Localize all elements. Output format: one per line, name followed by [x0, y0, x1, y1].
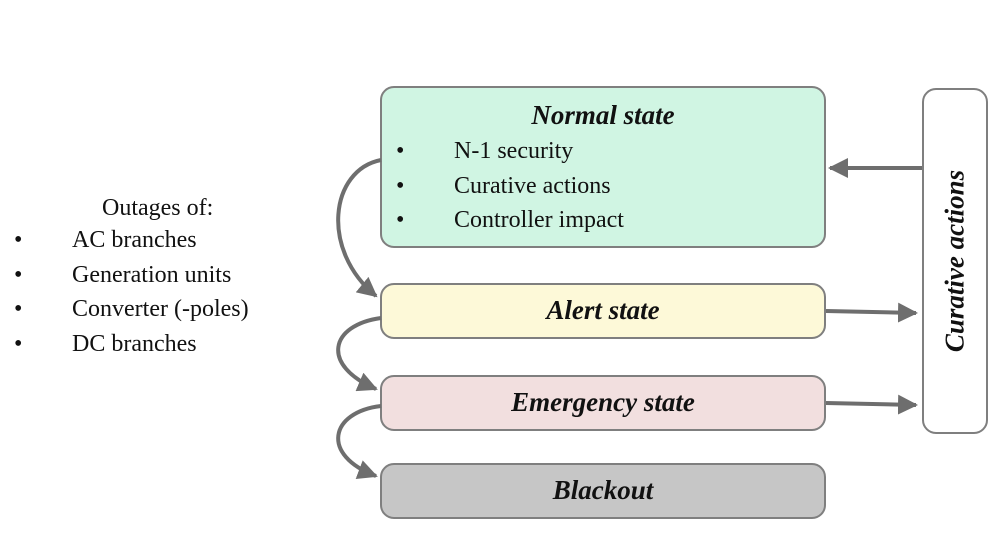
alert-state-box: Alert state — [380, 283, 826, 339]
blackout-title: Blackout — [552, 475, 654, 505]
normal-item-n1-security: N-1 security — [454, 138, 574, 164]
bullet-icon: • — [396, 172, 405, 199]
bullet-icon: • — [14, 330, 23, 357]
outage-item-dc-branches: DC branches — [72, 330, 197, 357]
bullet-icon: • — [396, 138, 405, 164]
emergency-state-title: Emergency state — [511, 387, 695, 417]
alert-state-title: Alert state — [546, 295, 660, 325]
outage-item-generation-units: Generation units — [72, 261, 232, 288]
arrow-alert-to-curative — [825, 302, 918, 323]
transition-arrow-emergency-to-blackout — [336, 404, 382, 480]
blackout-box: Blackout — [380, 463, 826, 519]
outage-item-ac-branches: AC branches — [72, 227, 197, 253]
bullet-icon: • — [14, 227, 23, 253]
transition-arrow-normal-to-alert — [336, 158, 382, 298]
normal-item-controller-impact: Controller impact — [454, 207, 624, 233]
normal-state-title: Normal state — [531, 100, 675, 130]
bullet-icon: • — [14, 261, 23, 288]
outage-item-converter: Converter (-poles) — [72, 296, 249, 322]
curative-actions-box: Curative actions — [922, 88, 988, 434]
arrow-emergency-to-curative — [825, 394, 918, 415]
outages-heading: Outages of: — [102, 195, 214, 221]
normal-item-curative-actions: Curative actions — [454, 172, 611, 199]
bullet-icon: • — [14, 296, 23, 322]
emergency-state-box: Emergency state — [380, 375, 826, 431]
bullet-icon: • — [396, 207, 405, 233]
transition-arrow-alert-to-emergency — [336, 316, 382, 392]
normal-state-box: Normal state • N-1 security • Curative a… — [380, 86, 826, 248]
